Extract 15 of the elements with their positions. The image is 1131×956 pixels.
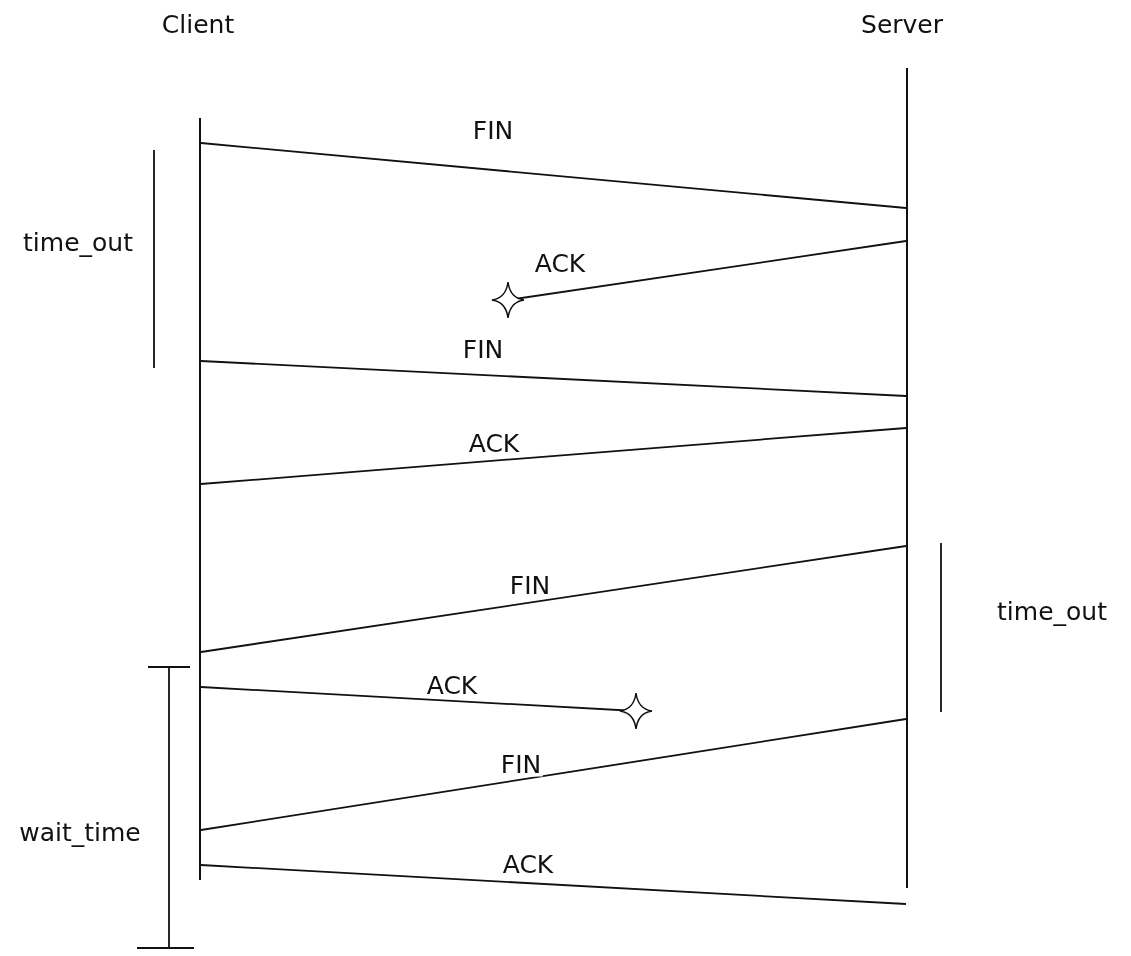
- message-line: [200, 360, 907, 397]
- lost-message-line: [200, 686, 653, 730]
- lost-message-line: [491, 240, 907, 319]
- lifeline: [906, 68, 908, 888]
- lifeline: [199, 118, 201, 880]
- message-line: [200, 718, 907, 831]
- interval-label: time_out: [23, 229, 133, 257]
- message-line: [200, 545, 907, 653]
- interval-label: time_out: [997, 598, 1107, 626]
- interval-label: wait_time: [19, 819, 141, 847]
- message-line: [200, 142, 907, 209]
- message-line: [200, 864, 907, 905]
- participant-name: Server: [861, 11, 943, 39]
- participant-name: Client: [161, 11, 235, 39]
- message-line: [200, 427, 907, 485]
